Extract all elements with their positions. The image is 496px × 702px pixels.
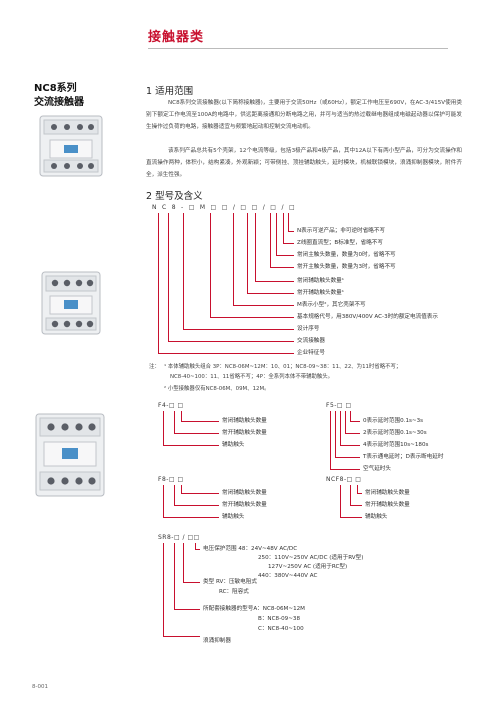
- code-item-ac-contactor: 交流接触器: [297, 338, 325, 344]
- page-number: 8-001: [32, 684, 48, 690]
- section-1-paragraph-1: NC8系列交流接触器(以下简称接触器)，主要用于交流50Hz（或60Hz），额定…: [146, 100, 462, 130]
- sr8-match-a: 所配套接触器的型号A：NC8-06M~12M: [203, 606, 306, 612]
- f4-item-no: 常开辅助触头数量: [222, 430, 267, 436]
- code-item-aux-nc: 常闭辅助触头数量¹: [297, 278, 344, 284]
- section-2-title: 2 型号及含义: [146, 191, 203, 202]
- section-1-title: 1 适用范围: [146, 86, 194, 97]
- product-series-title: NC8系列 交流接触器: [34, 82, 84, 110]
- f8-code: F8-□ □: [158, 476, 184, 483]
- note-line-2: NC8-40~100：11、11省略不写；4P：全系列本体不带辅助触头。: [170, 374, 334, 380]
- f5-code: F5-□ □: [326, 402, 352, 409]
- series-name: NC8系列: [34, 83, 77, 94]
- sr8-voltage-127: 127V~250V AC (适用于RC型): [268, 564, 348, 570]
- code-item-main-nc: 常闭主触头数量，数量为0时，省略不写: [297, 252, 396, 258]
- note-line-3: ² 小型接触器仅有NC8-06M、09M、12M。: [164, 386, 270, 392]
- sr8-type-rc: RC：阻容式: [219, 589, 249, 595]
- code-item-reversible: N表示可逆产品；非可逆时省略不写: [297, 228, 386, 234]
- series-type: 交流接触器: [34, 97, 84, 108]
- sr8-voltage-range: 电压保护范围 48：24V~48V AC/DC: [203, 546, 298, 552]
- sr8-voltage-250: 250：110V~250V AC/DC (适用于RV型): [258, 555, 364, 561]
- note-line-1: ¹ 本体辅助触头组合 3P：NC8-06M~12M：10、01；NC8-09~3…: [164, 364, 402, 370]
- sr8-voltage-440: 440：380V~440V AC: [258, 573, 318, 579]
- code-item-aux-no: 常开辅助触头数量¹: [297, 290, 344, 296]
- f8-item-nc: 常闭辅助触头数量: [222, 490, 267, 496]
- f4-item-nc: 常闭辅助触头数量: [222, 418, 267, 424]
- ncf8-code: NCF8-□ □: [326, 476, 362, 483]
- product-image-contactor-large: [35, 413, 105, 497]
- sr8-type-rv: 类型 RV：压敏电阻式: [203, 579, 257, 585]
- sr8-code: SR8-□ / □□: [158, 534, 200, 541]
- code-item-company-code: 企业特征号: [297, 350, 325, 356]
- code-item-coil-type: Z线圈直流型；B标准型，省略不写: [297, 240, 383, 246]
- f8-item-no: 常开辅助触头数量: [222, 502, 267, 508]
- code-item-design-no: 设计序号: [297, 326, 320, 332]
- ncf8-item-aux: 辅助触头: [365, 514, 388, 520]
- code-item-rating: 基本规格代号，用380V/400V AC-3时的额定电流值表示: [297, 314, 438, 320]
- f5-item-range-4: 4表示延时范围10s~180s: [363, 442, 429, 448]
- ncf8-item-no: 常开辅助触头数量: [365, 502, 410, 508]
- section-1-paragraph-2: 该系列产品总共有5个壳架，12个电流等级，包括3极产品和4极产品，其中12A以下…: [146, 148, 462, 178]
- sr8-match-b: B：NC8-09~38: [258, 616, 301, 622]
- f5-item-range-2: 2表示延时范围0.1s~30s: [363, 430, 427, 436]
- f8-item-aux: 辅助触头: [222, 514, 245, 520]
- model-code: N C 8 - □ M □ □ / □ □ / □ / □: [152, 204, 297, 211]
- code-item-main-no: 常开主触头数量，数量为3时，省略不写: [297, 264, 396, 270]
- f4-item-aux: 辅助触头: [222, 442, 245, 448]
- product-image-contactor-medium: [41, 271, 101, 335]
- note-label: 注：: [149, 364, 160, 370]
- f4-code: F4-□ □: [158, 402, 184, 409]
- sr8-name: 浪涌抑制器: [203, 638, 231, 644]
- sr8-match-c: C：NC8-40~100: [258, 626, 304, 632]
- product-image-contactor-small: [39, 115, 103, 177]
- f5-item-delay-type: T表示通电延时；D表示断电延时: [363, 454, 444, 460]
- f5-item-air-delay: 空气延时头: [363, 466, 391, 472]
- ncf8-item-nc: 常闭辅助触头数量: [365, 490, 410, 496]
- code-item-mini: M表示小型²，其它壳架不写: [297, 302, 366, 308]
- header-divider: [148, 48, 448, 49]
- page-header-title: 接触器类: [148, 30, 205, 45]
- f5-item-range-0: 0表示延时范围0.1s~3s: [363, 418, 424, 424]
